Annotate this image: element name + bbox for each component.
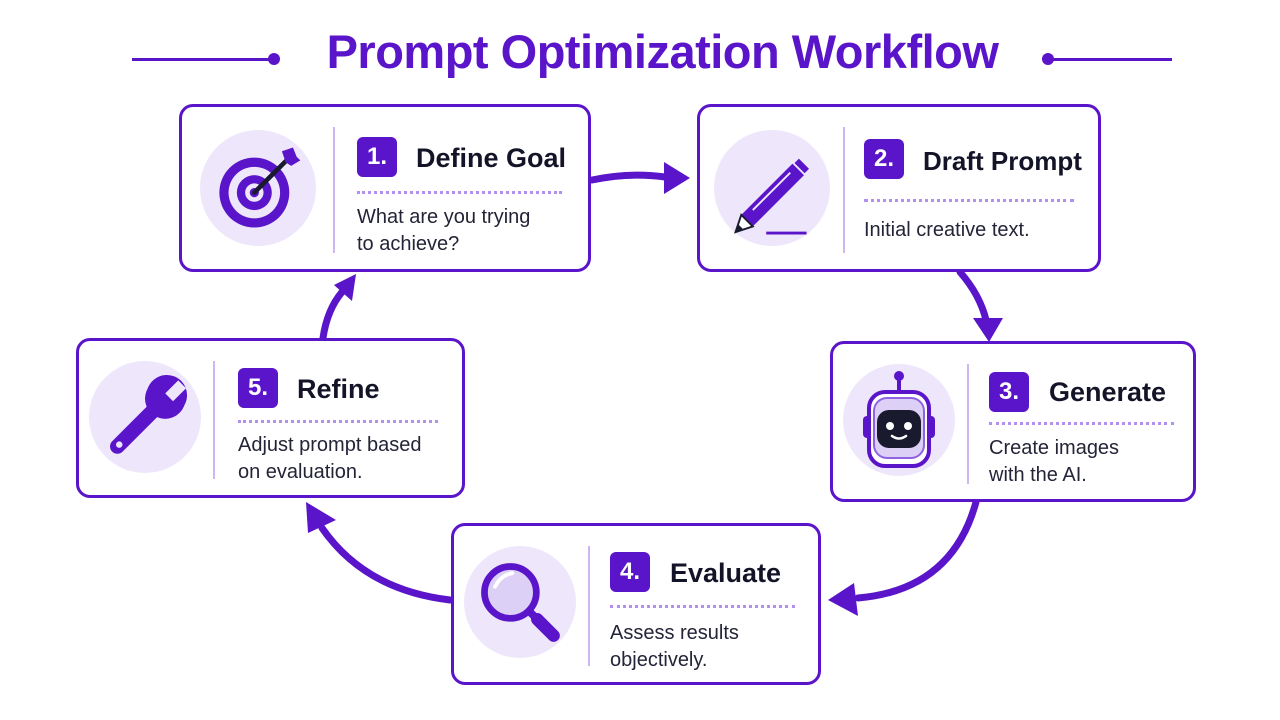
dotted-separator xyxy=(357,191,562,194)
icon-circle xyxy=(843,364,955,476)
description-line: Initial creative text. xyxy=(864,219,1030,241)
arrowhead-5-to-1 xyxy=(334,274,356,301)
arrow-1-to-2 xyxy=(588,171,669,184)
card-divider xyxy=(588,546,590,666)
description-line: objectively. xyxy=(610,649,708,671)
dotted-separator xyxy=(610,605,795,608)
title-row: Prompt Optimization Workflow xyxy=(0,12,1280,82)
card-divider xyxy=(967,364,969,484)
description-line: with the AI. xyxy=(989,464,1087,486)
card-divider xyxy=(843,127,845,253)
description-line: Adjust prompt based xyxy=(238,434,422,456)
description-line: on evaluation. xyxy=(238,461,363,483)
magnifier-icon xyxy=(481,563,560,642)
step-title: Define Goal xyxy=(416,143,567,173)
step-title: Generate xyxy=(1049,377,1167,407)
title-rule-right xyxy=(1046,58,1172,61)
step-card-define-goal: 1. Define Goal What are you trying to ac… xyxy=(179,104,591,272)
description-line: to achieve? xyxy=(357,233,460,255)
description-line: Create images xyxy=(989,437,1120,459)
step-description: Initial creative text. xyxy=(864,217,1030,244)
step-number-badge: 1. xyxy=(357,137,397,177)
pencil-icon xyxy=(734,155,812,235)
robot-icon xyxy=(863,371,935,468)
step-number-badge: 5. xyxy=(238,368,278,408)
wrench-icon xyxy=(110,374,188,454)
step-title: Evaluate xyxy=(670,558,782,588)
target-icon xyxy=(219,147,301,228)
arrowhead-1-to-2 xyxy=(664,162,690,194)
step-description: Create images with the AI. xyxy=(989,435,1119,489)
step-card-evaluate: 4. Evaluate Assess results objectively. xyxy=(451,523,821,685)
arrowhead-4-to-5 xyxy=(306,502,336,533)
arrow-4-to-5 xyxy=(318,524,454,604)
step-number-badge: 3. xyxy=(989,372,1029,412)
arrowhead-2-to-3 xyxy=(973,318,1003,342)
arrow-5-to-1 xyxy=(319,288,346,342)
icon-circle xyxy=(714,130,830,246)
step-card-refine: 5. Refine Adjust prompt based on evaluat… xyxy=(76,338,465,498)
icon-circle xyxy=(464,546,576,658)
step-card-generate: 3. Generate Create images with the AI. xyxy=(830,341,1196,502)
step-description: Adjust prompt based on evaluation. xyxy=(238,432,421,486)
dotted-separator xyxy=(989,422,1174,425)
step-card-draft-prompt: 2. Draft Prompt Initial creative text. xyxy=(697,104,1101,272)
step-title: Refine xyxy=(297,374,380,404)
arrow-2-to-3 xyxy=(956,268,990,324)
diagram-title: Prompt Optimization Workflow xyxy=(326,25,999,78)
step-title: Draft Prompt xyxy=(923,146,1082,176)
card-divider xyxy=(333,127,335,253)
title-rule-left xyxy=(132,58,272,61)
step-description: Assess results objectively. xyxy=(610,620,739,674)
icon-circle xyxy=(200,130,316,246)
step-number-badge: 4. xyxy=(610,552,650,592)
step-number-badge: 2. xyxy=(864,139,904,179)
arrow-3-to-4 xyxy=(854,498,980,602)
title-dot-left xyxy=(268,53,280,65)
dotted-separator xyxy=(238,420,438,423)
dotted-separator xyxy=(864,199,1074,202)
step-description: What are you trying to achieve? xyxy=(357,204,530,258)
description-line: What are you trying xyxy=(357,206,531,228)
icon-circle xyxy=(89,361,201,473)
card-divider xyxy=(213,361,215,479)
description-line: Assess results xyxy=(610,622,739,644)
arrowhead-3-to-4 xyxy=(828,583,858,616)
